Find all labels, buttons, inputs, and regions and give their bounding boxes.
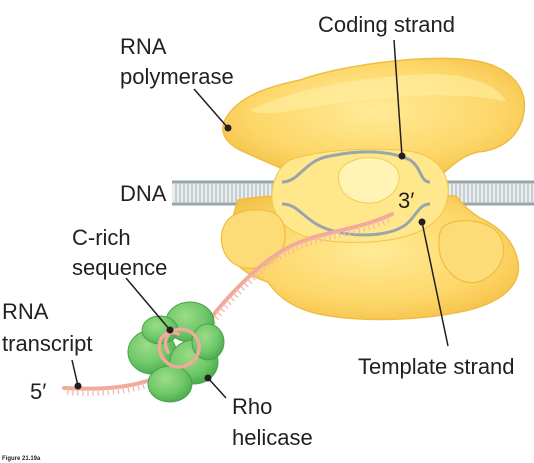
rna-base <box>309 238 313 246</box>
rna-polymerase-label-line2: polymerase <box>120 64 234 89</box>
rna-base <box>286 248 291 255</box>
rna-base <box>381 218 386 226</box>
rna-base <box>107 387 110 396</box>
rna-base <box>371 221 376 229</box>
rna-base <box>290 245 295 253</box>
rna-base <box>338 230 341 238</box>
rna-base <box>136 383 140 391</box>
rna-base <box>313 236 317 244</box>
rna-base <box>323 234 327 242</box>
rna-base <box>112 387 115 395</box>
rna-base <box>328 233 332 241</box>
rna-base <box>253 271 260 278</box>
leader-dots <box>74 124 426 390</box>
rna-base <box>222 303 229 309</box>
three-prime-label: 3′ <box>398 188 414 213</box>
rna-base <box>277 253 283 260</box>
rna-base <box>261 264 267 271</box>
rna-base <box>212 314 219 321</box>
rho-helicase-label-line1: Rho <box>232 394 272 419</box>
rna-polymerase <box>220 57 526 321</box>
rna-base <box>318 235 322 243</box>
c-rich-label-line1: C-rich <box>72 225 131 250</box>
five-prime-label: 5′ <box>30 379 46 404</box>
rna-base <box>225 299 232 306</box>
coding-strand-label: Coding strand <box>318 12 455 37</box>
rna-base <box>246 278 253 285</box>
rna-base <box>295 243 300 251</box>
rna-polymerase-label-line1: RNA <box>120 34 167 59</box>
rna-base <box>333 231 337 240</box>
rna-base <box>132 384 135 392</box>
rna-base <box>127 385 130 393</box>
rna-base <box>122 386 125 394</box>
dna-duplex-left <box>172 180 282 206</box>
rna-base <box>367 223 371 231</box>
rna-base <box>215 310 223 317</box>
rna-base <box>219 306 226 313</box>
rna-base <box>385 216 390 224</box>
rna-base <box>357 225 361 234</box>
rna-base <box>232 292 239 298</box>
dna-label: DNA <box>120 181 167 206</box>
rna-base <box>273 255 279 263</box>
rna-base <box>376 220 381 228</box>
rna-base <box>362 224 366 232</box>
rna-base <box>141 382 145 390</box>
rna-base <box>342 229 346 237</box>
rna-base <box>269 258 275 266</box>
rna-base <box>265 261 271 268</box>
rna-base <box>242 281 249 288</box>
rna-transcript-label-line2: transcript <box>2 331 92 356</box>
rna-base <box>250 274 256 281</box>
rho-helicase-label-line2: helicase <box>232 425 313 450</box>
rna-base <box>235 288 242 295</box>
rna-base <box>117 386 120 395</box>
c-rich-label-line2: sequence <box>72 255 167 280</box>
rna-transcript-label-line1: RNA <box>2 299 49 324</box>
rna-base <box>281 250 287 258</box>
rna-base <box>239 285 246 291</box>
rna-base <box>228 295 235 302</box>
dna-transcription-bubble <box>281 150 431 237</box>
template-strand-label: Template strand <box>358 354 515 379</box>
rna-base <box>299 241 304 249</box>
rna-base <box>352 227 356 235</box>
figure-caption: Figure 21.19a <box>2 456 41 462</box>
rna-base <box>347 228 351 236</box>
rna-base <box>257 267 264 275</box>
leader-lines <box>71 39 449 399</box>
rna-transcript <box>62 212 394 396</box>
rna-base <box>304 239 308 247</box>
rho-helicase <box>127 301 225 403</box>
